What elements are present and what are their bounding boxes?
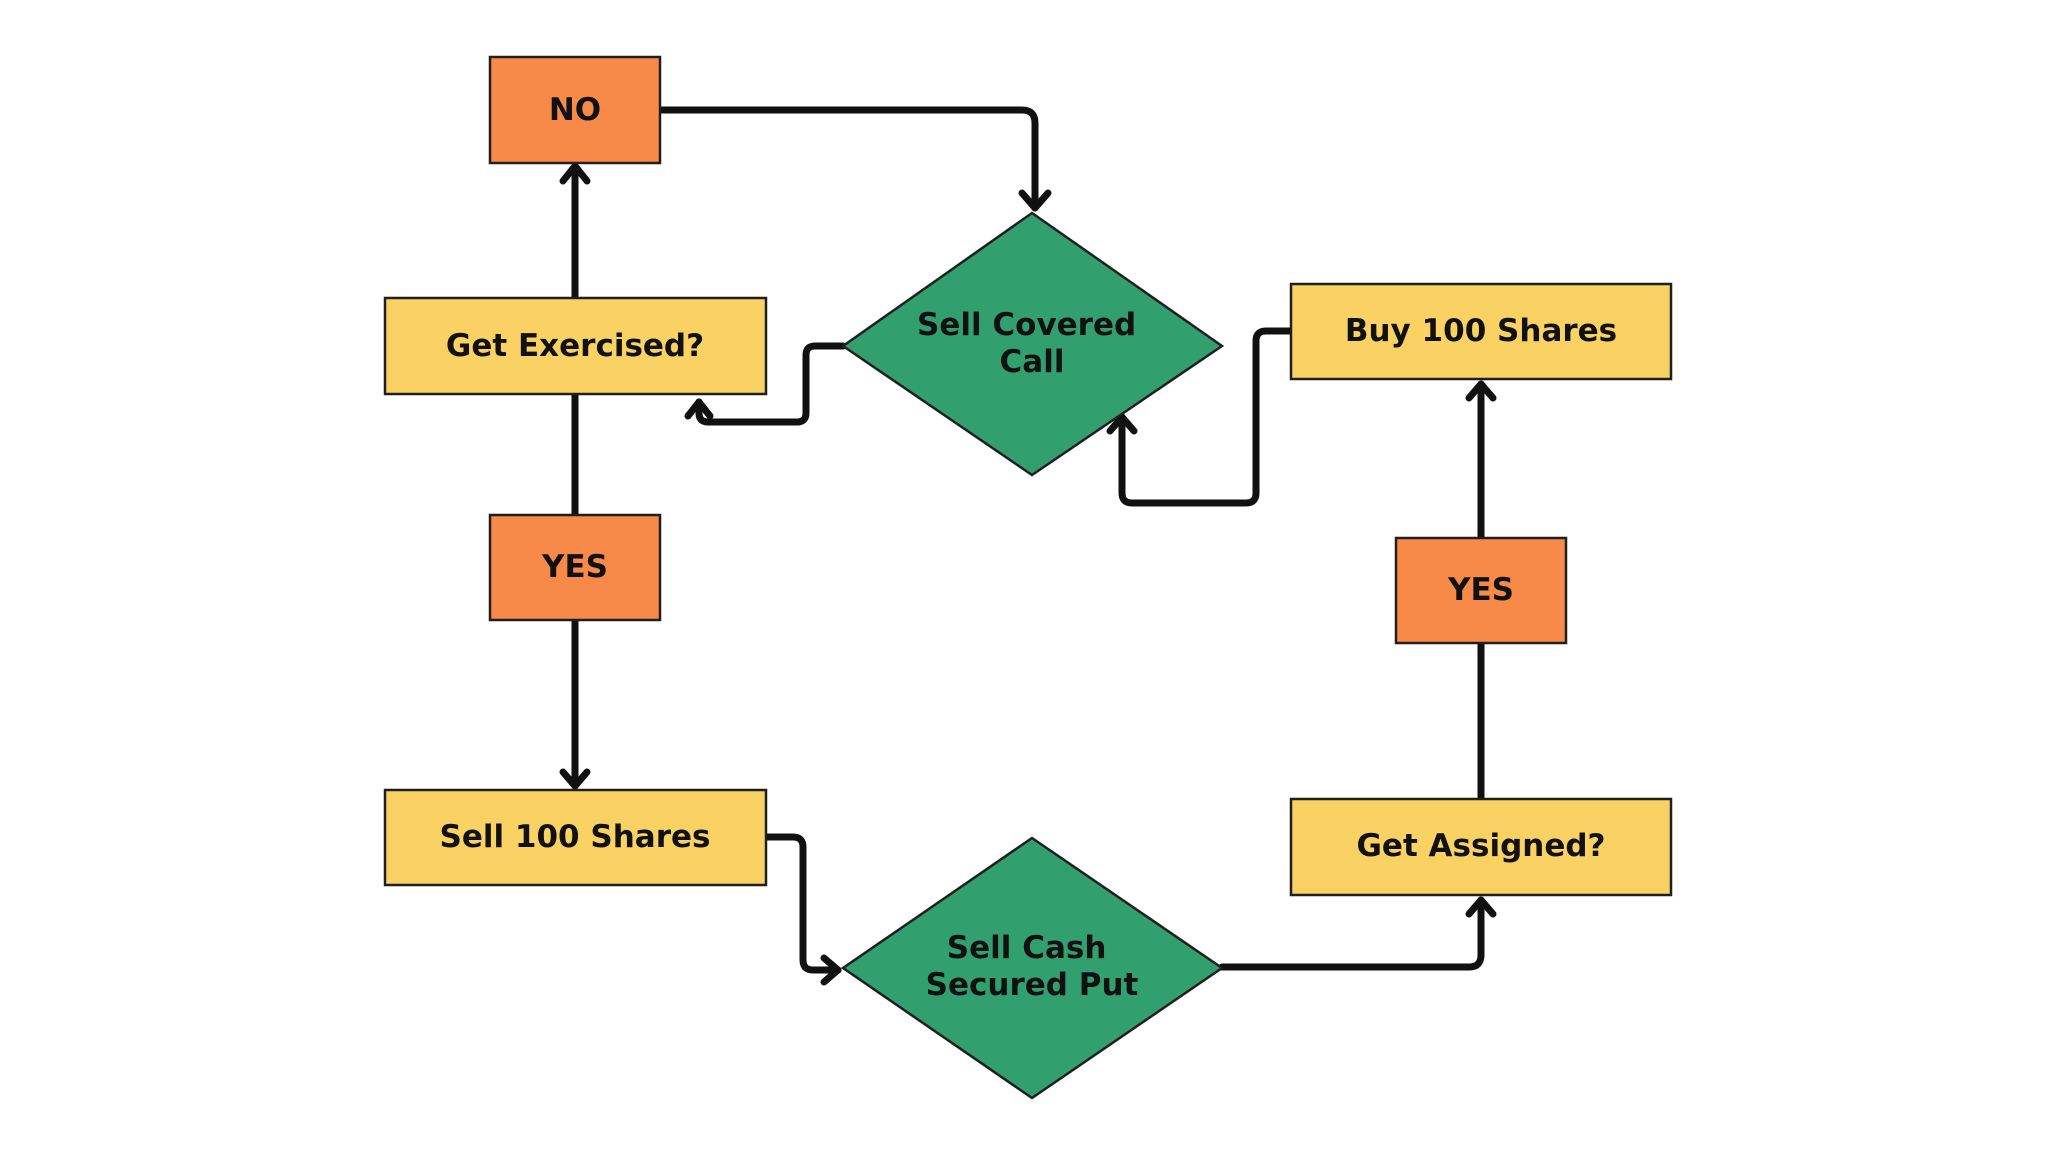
- node-label: Sell Covered Call: [917, 307, 1147, 380]
- node-get-exercised: Get Exercised?: [383, 296, 768, 396]
- node-label: Get Exercised?: [446, 328, 704, 364]
- process-box: [383, 296, 768, 396]
- node-label-line-1: Sell Cash: [947, 930, 1107, 966]
- node-sell-covered-call: Sell Covered Call: [840, 211, 1225, 477]
- node-label: NO: [549, 92, 601, 128]
- process-box: [1289, 282, 1673, 381]
- node-label-line-1: Sell Covered: [917, 307, 1136, 343]
- decision-diamond: [840, 836, 1225, 1100]
- edge-buy-shares-to-covered-call: [1118, 327, 1294, 507]
- answer-box: [488, 513, 662, 622]
- node-label: Buy 100 Shares: [1345, 313, 1617, 349]
- node-no: NO: [488, 55, 662, 165]
- arrowhead-up: [559, 162, 591, 185]
- node-label: Sell 100 Shares: [440, 819, 711, 855]
- decision-diamond: [840, 211, 1225, 477]
- node-label-line-2: Secured Put: [926, 967, 1139, 1003]
- edge-put-to-assigned: [1218, 896, 1485, 971]
- node-label: YES: [1447, 572, 1514, 608]
- arrowhead-down: [1018, 189, 1052, 212]
- arrowhead-up: [1106, 413, 1138, 435]
- edge-no-to-covered-call: [658, 106, 1039, 212]
- node-label: YES: [541, 549, 608, 585]
- answer-box: [1394, 536, 1568, 645]
- node-yes-right: YES: [1394, 536, 1568, 645]
- arrowhead-down: [559, 768, 591, 790]
- node-sell-shares: Sell 100 Shares: [383, 788, 768, 887]
- edge-sell-shares-to-put: [763, 833, 842, 974]
- node-yes-left: YES: [488, 513, 662, 622]
- process-box: [1289, 797, 1673, 897]
- process-box: [383, 788, 768, 887]
- node-get-assigned: Get Assigned?: [1289, 797, 1673, 897]
- arrowhead-up: [1465, 380, 1497, 402]
- connectors: [559, 106, 1497, 986]
- node-sell-cash-secured-put: Sell Cash Secured Put: [840, 836, 1225, 1100]
- arrowhead-up: [684, 398, 714, 420]
- edge-covered-call-to-exercised: [695, 342, 847, 426]
- node-buy-shares: Buy 100 Shares: [1289, 282, 1673, 381]
- arrowhead-right: [820, 954, 842, 986]
- node-label: Sell Cash Secured Put: [926, 930, 1139, 1003]
- arrowhead-up: [1465, 896, 1497, 918]
- node-label: Get Assigned?: [1356, 828, 1605, 864]
- answer-box: [488, 55, 662, 165]
- node-label-line-2: Call: [1000, 344, 1065, 380]
